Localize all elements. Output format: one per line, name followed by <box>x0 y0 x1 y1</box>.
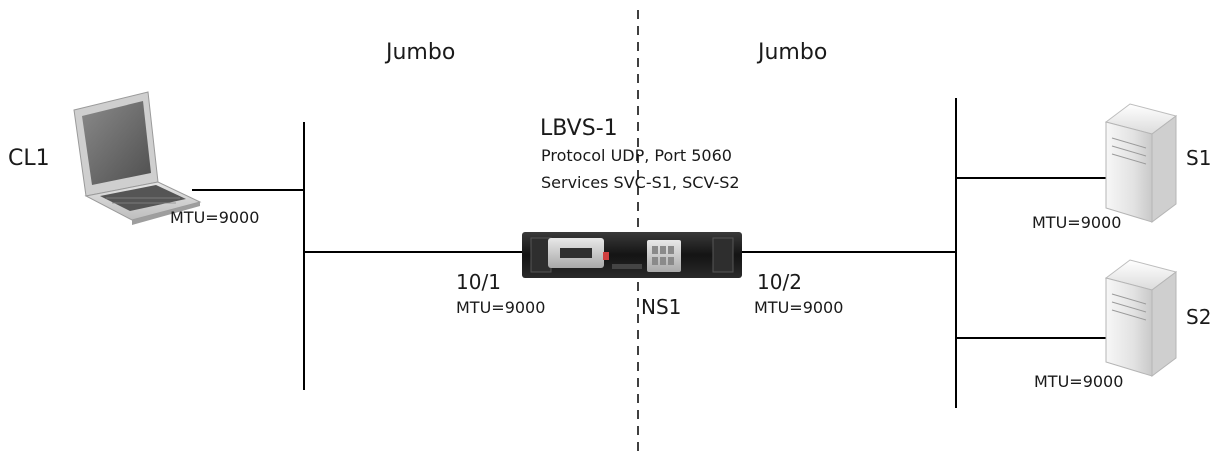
server-s1-mtu: MTU=9000 <box>1032 213 1122 232</box>
netscaler-appliance-icon <box>522 232 742 278</box>
tower-server-icon <box>1104 103 1178 223</box>
left-zone-label: Jumbo <box>386 40 456 65</box>
server-s1-name: S1 <box>1186 146 1212 170</box>
right-zone-label: Jumbo <box>758 40 828 65</box>
appliance-name: NS1 <box>641 295 682 319</box>
server-s2-name: S2 <box>1186 305 1212 329</box>
left-port-label: 10/1 <box>456 270 501 294</box>
vserver-services: Services SVC-S1, SCV-S2 <box>541 173 740 192</box>
client-name: CL1 <box>8 146 50 171</box>
laptop-icon <box>73 91 202 225</box>
vserver-protocol: Protocol UDP, Port 5060 <box>541 146 732 165</box>
vserver-name: LBVS-1 <box>540 116 618 141</box>
server-s2-mtu: MTU=9000 <box>1034 372 1124 391</box>
right-port-mtu: MTU=9000 <box>754 298 844 317</box>
left-port-mtu: MTU=9000 <box>456 298 546 317</box>
tower-server-icon <box>1104 259 1178 377</box>
right-port-label: 10/2 <box>757 270 802 294</box>
client-mtu: MTU=9000 <box>170 208 260 227</box>
